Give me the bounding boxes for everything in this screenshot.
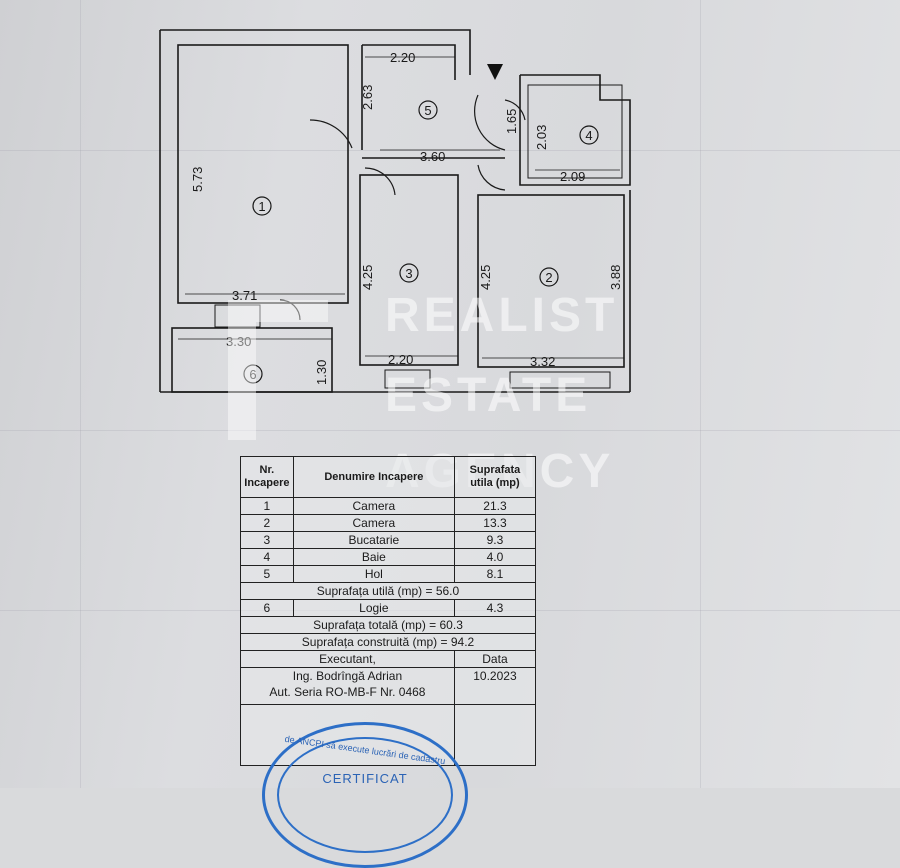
row-area: 13.3 (453, 514, 537, 532)
dim-r5-length: 3.60 (420, 149, 445, 164)
total-area: Suprafața totală (mp) = 60.3 (240, 616, 536, 634)
row-name: Camera (292, 514, 455, 532)
useful-total-row: Suprafața utilă (mp) = 56.0 (240, 582, 536, 600)
row-nr: 6 (240, 599, 294, 617)
row-name: Logie (292, 599, 455, 617)
built-row: Suprafața construită (mp) = 94.2 (240, 633, 536, 651)
room-number-5: 5 (424, 103, 431, 118)
table-row: 2 Camera 13.3 (240, 514, 537, 532)
dim-r1-height: 5.73 (190, 167, 205, 192)
row-nr: 3 (240, 531, 294, 549)
room-number-6: 6 (249, 367, 256, 382)
dim-r2-width: 3.32 (530, 354, 555, 369)
table-row: 3 Bucatarie 9.3 (240, 531, 537, 549)
row-area: 4.0 (453, 548, 537, 566)
row-name: Baie (292, 548, 455, 566)
certificate-stamp: de ANCPI să execute lucrări de cadastru … (262, 722, 468, 868)
dim-r4-height: 2.03 (534, 125, 549, 150)
dim-r5-height: 2.63 (360, 85, 375, 110)
table-row: 6 Logie 4.3 (240, 599, 537, 617)
row-name: Camera (292, 497, 455, 515)
row-nr: 5 (240, 565, 294, 583)
table-header-row: Nr. Incapere Denumire Incapere Suprafata… (240, 456, 537, 498)
row-nr: 4 (240, 548, 294, 566)
header-name: Denumire Incapere (292, 456, 455, 498)
watermark-line-1: REALIST (385, 289, 619, 342)
watermark-logo-icon (228, 300, 328, 440)
authorization-number: Aut. Seria RO-MB-F Nr. 0468 (269, 685, 426, 699)
table-row: 5 Hol 8.1 (240, 565, 537, 583)
room-number-1: 1 (258, 199, 265, 214)
row-name: Hol (292, 565, 455, 583)
floor-plan: 1 2 3 4 5 6 2.20 2.63 3.60 1.65 2.03 2.0… (159, 29, 631, 393)
dim-r6-height: 1.30 (314, 360, 329, 385)
row-area: 8.1 (453, 565, 537, 583)
date-label: Data (453, 650, 537, 668)
dim-r2-height-right: 3.88 (608, 265, 623, 290)
row-area: 4.3 (453, 599, 537, 617)
row-name: Bucatarie (292, 531, 455, 549)
executant-header-row: Executant, Data (240, 650, 537, 668)
row-nr: 2 (240, 514, 294, 532)
date-value: 10.2023 (453, 667, 537, 705)
entrance-arrow-icon (487, 64, 503, 80)
header-area: Suprafata utila (mp) (453, 456, 537, 498)
dim-r5-width: 2.20 (390, 50, 415, 65)
row-area: 21.3 (453, 497, 537, 515)
executant-label: Executant, (240, 650, 455, 668)
table-row: 1 Camera 21.3 (240, 497, 537, 515)
table-row: 4 Baie 4.0 (240, 548, 537, 566)
executant-details: Ing. Bodrîngă Adrian Aut. Seria RO-MB-F … (240, 667, 455, 705)
total-row: Suprafața totală (mp) = 60.3 (240, 616, 536, 634)
built-area: Suprafața construită (mp) = 94.2 (240, 633, 536, 651)
useful-total: Suprafața utilă (mp) = 56.0 (240, 582, 536, 600)
dim-r3-height: 4.25 (360, 265, 375, 290)
executant-row: Ing. Bodrîngă Adrian Aut. Seria RO-MB-F … (240, 667, 537, 705)
row-area: 9.3 (453, 531, 537, 549)
dim-r6-width: 3.30 (226, 334, 251, 349)
engineer-name: Ing. Bodrîngă Adrian (292, 669, 403, 683)
rooms-table: Nr. Incapere Denumire Incapere Suprafata… (240, 456, 537, 766)
watermark-line-2: ESTATE (385, 369, 592, 422)
dim-r3-width: 2.20 (388, 352, 413, 367)
row-nr: 1 (240, 497, 294, 515)
dim-r2-height-left: 4.25 (478, 265, 493, 290)
room-number-4: 4 (585, 128, 592, 143)
dim-r1-width: 3.71 (232, 288, 257, 303)
header-nr: Nr. Incapere (240, 456, 294, 498)
room-number-2: 2 (545, 270, 552, 285)
dim-r5-side: 1.65 (504, 109, 519, 134)
room-number-3: 3 (405, 266, 412, 281)
stamp-title: CERTIFICAT (322, 771, 408, 786)
dim-r4-width: 2.09 (560, 169, 585, 184)
